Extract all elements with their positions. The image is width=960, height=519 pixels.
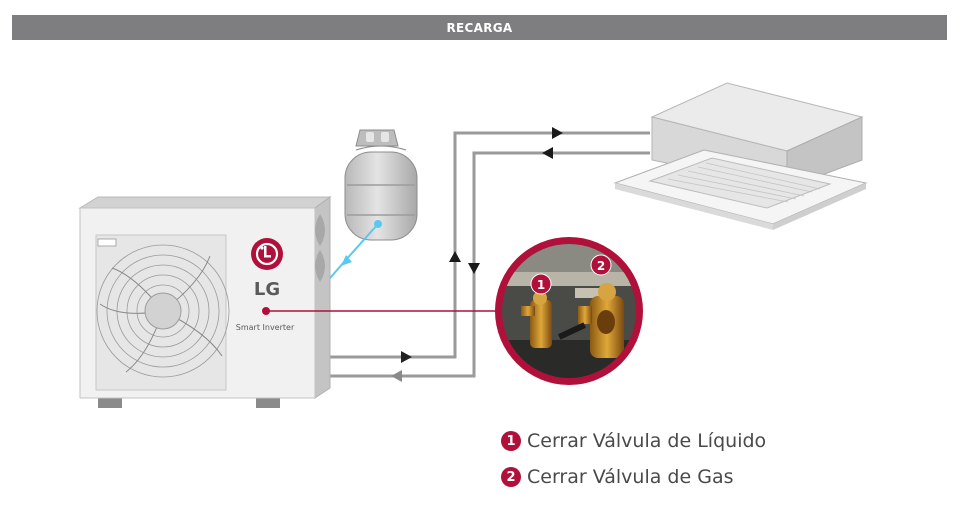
legend-label-gas-valve: Cerrar Válvula de Gas [527, 466, 734, 488]
number-badge-1: 1 [501, 431, 521, 451]
legend-label-liquid-valve: Cerrar Válvula de Líquido [527, 430, 767, 452]
arrow-left-top [542, 147, 553, 159]
arrow-down [468, 263, 480, 274]
valve-badge-1: 1 [537, 278, 545, 292]
number-badge-2: 2 [501, 467, 521, 487]
refrigerant-tank-icon [344, 129, 418, 241]
header-title: RECARGA [446, 21, 513, 35]
callout-dot [262, 307, 270, 315]
model-label: Smart Inverter [236, 323, 295, 332]
fan-hub [144, 292, 182, 330]
valve-legend: 1 Cerrar Válvula de Líquido 2 Cerrar Vál… [501, 428, 766, 500]
cassette-indoor-unit-icon [613, 82, 868, 230]
flow-arrows [391, 127, 563, 382]
arrow-up [449, 251, 461, 262]
valve-badge-2: 2 [597, 259, 605, 273]
brand-label: LG [254, 279, 280, 300]
arrow-left-bottom [391, 370, 402, 382]
header-bar: RECARGA [12, 15, 947, 40]
legend-item-gas-valve: 2 Cerrar Válvula de Gas [501, 464, 766, 490]
legend-item-liquid-valve: 1 Cerrar Válvula de Líquido [501, 428, 766, 454]
lg-logo-icon [251, 238, 283, 270]
valve-photo: 1 2 [495, 237, 643, 385]
arrow-right-bottom [401, 351, 412, 363]
arrow-right-top [552, 127, 563, 139]
